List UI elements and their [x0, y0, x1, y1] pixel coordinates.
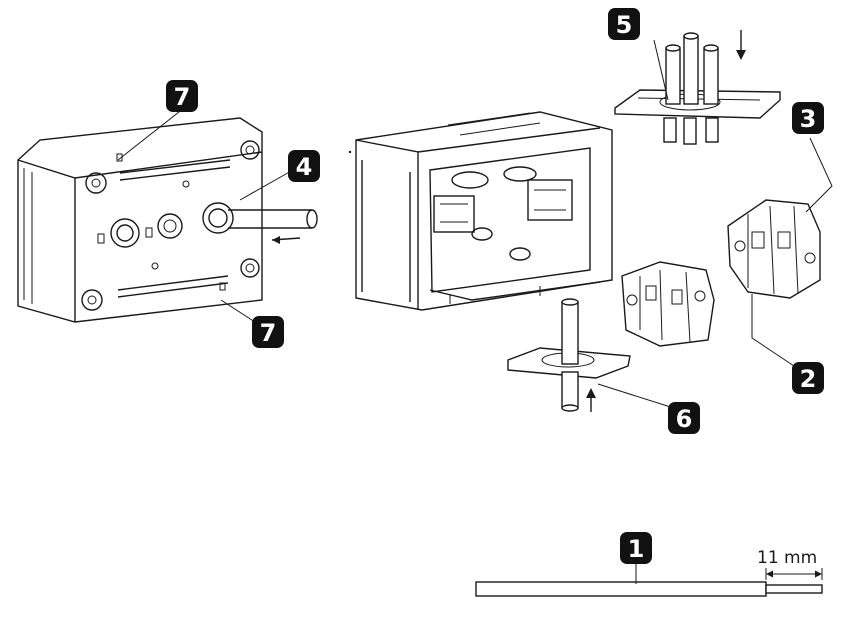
callout-1: 1: [620, 532, 652, 564]
top-plate-with-pins: [614, 30, 781, 145]
leader-lines: [117, 39, 833, 584]
main-housing: [348, 111, 613, 311]
strip-length-label: 11 mm: [757, 548, 817, 568]
callout-3: 3: [792, 102, 824, 134]
terminal-block-large: [727, 199, 821, 299]
svg-text:4: 4: [296, 153, 313, 181]
svg-text:7: 7: [260, 319, 277, 347]
rear-cover: [17, 117, 318, 323]
svg-text:1: 1: [628, 535, 645, 563]
svg-text:7: 7: [174, 83, 191, 111]
callout-2: 2: [792, 362, 824, 394]
callout-4: 4: [288, 150, 320, 182]
callout-5: 5: [608, 8, 640, 40]
stripped-wire: [475, 568, 823, 597]
svg-text:3: 3: [800, 105, 817, 133]
svg-text:5: 5: [616, 11, 633, 39]
terminal-block-small: [621, 261, 715, 347]
callout-7-bottom: 7: [252, 316, 284, 348]
svg-text:2: 2: [800, 365, 817, 393]
callout-7-top: 7: [166, 80, 198, 112]
bottom-plate-with-pin: [507, 298, 631, 412]
callout-6: 6: [668, 402, 700, 434]
svg-text:6: 6: [676, 405, 693, 433]
